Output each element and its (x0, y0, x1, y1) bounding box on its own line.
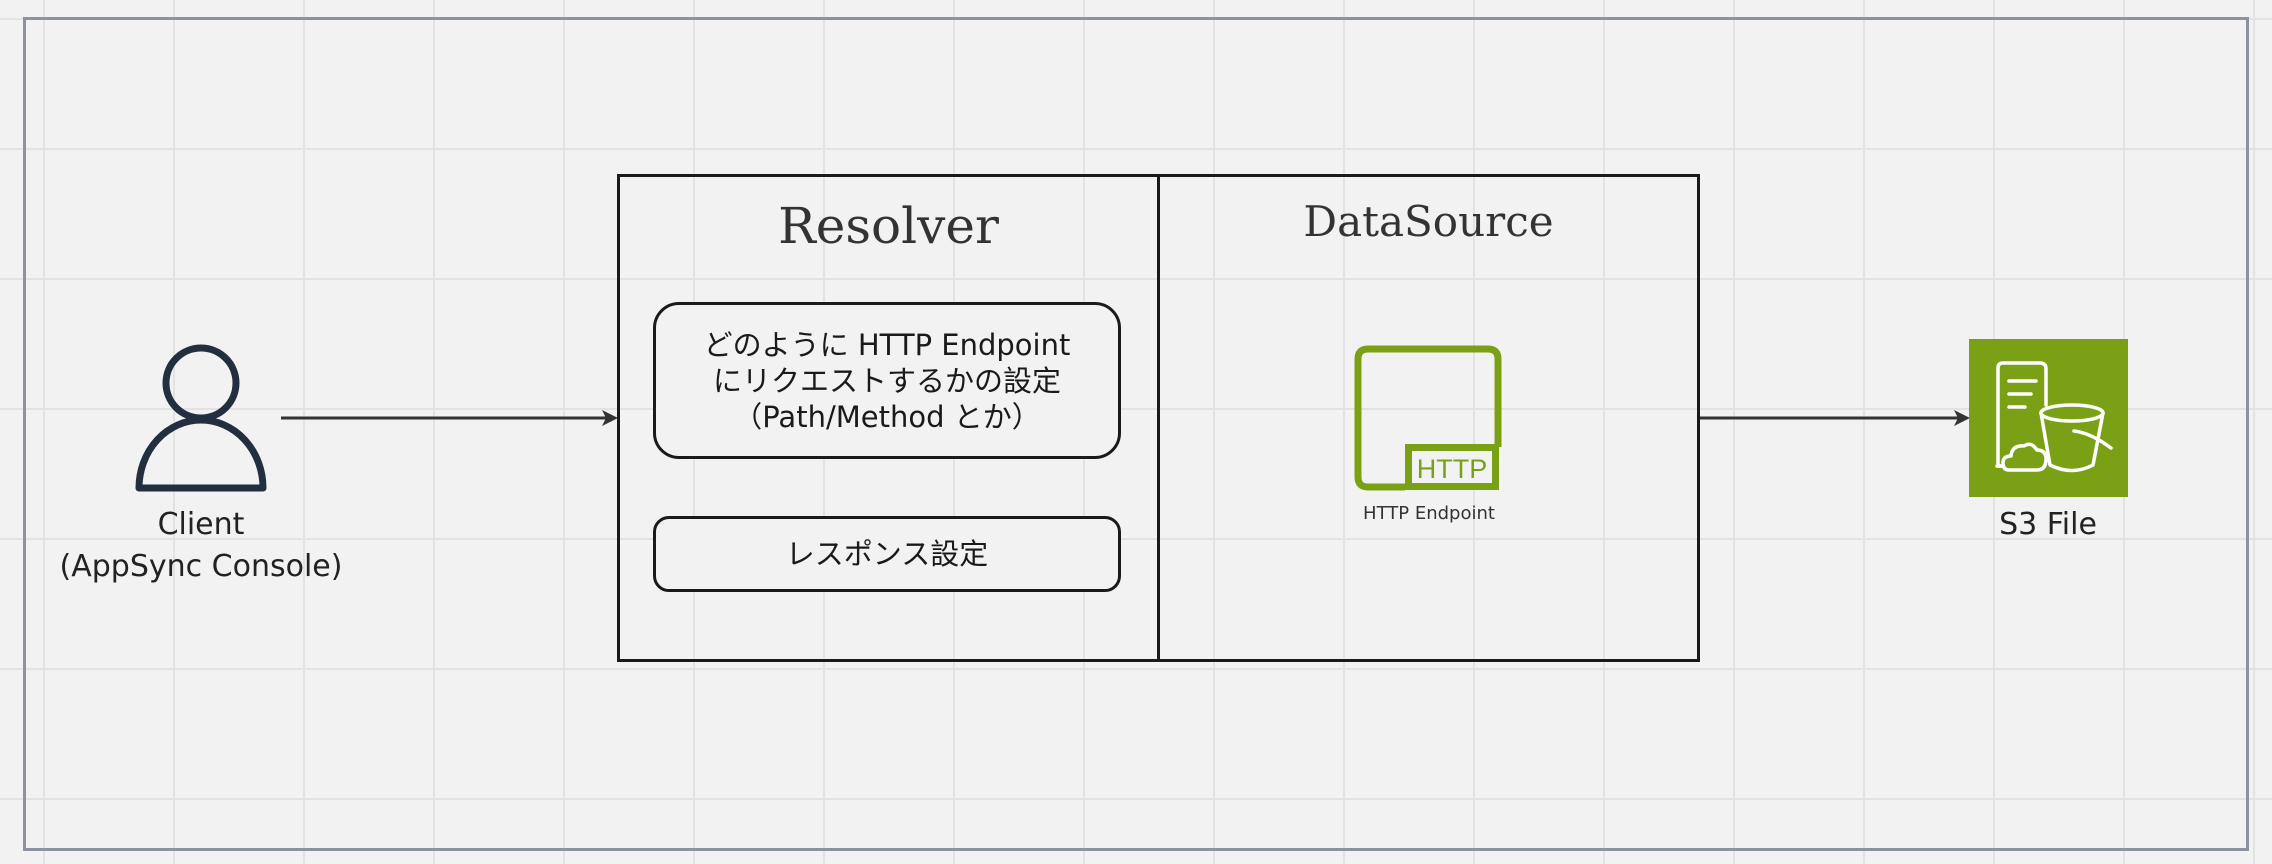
arrow-datasource-to-s3[interactable] (1700, 410, 1970, 426)
datasource-box[interactable]: DataSource (1157, 174, 1700, 662)
client-label: Client (AppSync Console) (41, 504, 361, 588)
datasource-title: DataSource (1303, 197, 1554, 246)
client-label-line2: (AppSync Console) (59, 549, 343, 584)
http-endpoint-label: HTTP Endpoint (1363, 503, 1495, 524)
resolver-title: Resolver (778, 197, 999, 255)
canvas-frame (23, 17, 2249, 851)
request-setting-line1: どのように HTTP Endpoint (703, 327, 1071, 362)
response-setting-label: レスポンス設定 (785, 537, 989, 571)
arrow-client-to-resolver[interactable] (281, 410, 618, 426)
resolver-box[interactable]: Resolver (617, 174, 1160, 662)
s3-label: S3 File (1999, 507, 2097, 542)
client-label-line1: Client (157, 507, 245, 542)
request-setting-line3: （Path/Method とか） (733, 399, 1041, 434)
request-setting-line2: にリクエストするかの設定 (712, 363, 1061, 398)
request-setting-box[interactable]: どのように HTTP Endpoint にリクエストするかの設定 （Path/M… (653, 302, 1121, 459)
response-setting-box[interactable]: レスポンス設定 (653, 516, 1121, 592)
